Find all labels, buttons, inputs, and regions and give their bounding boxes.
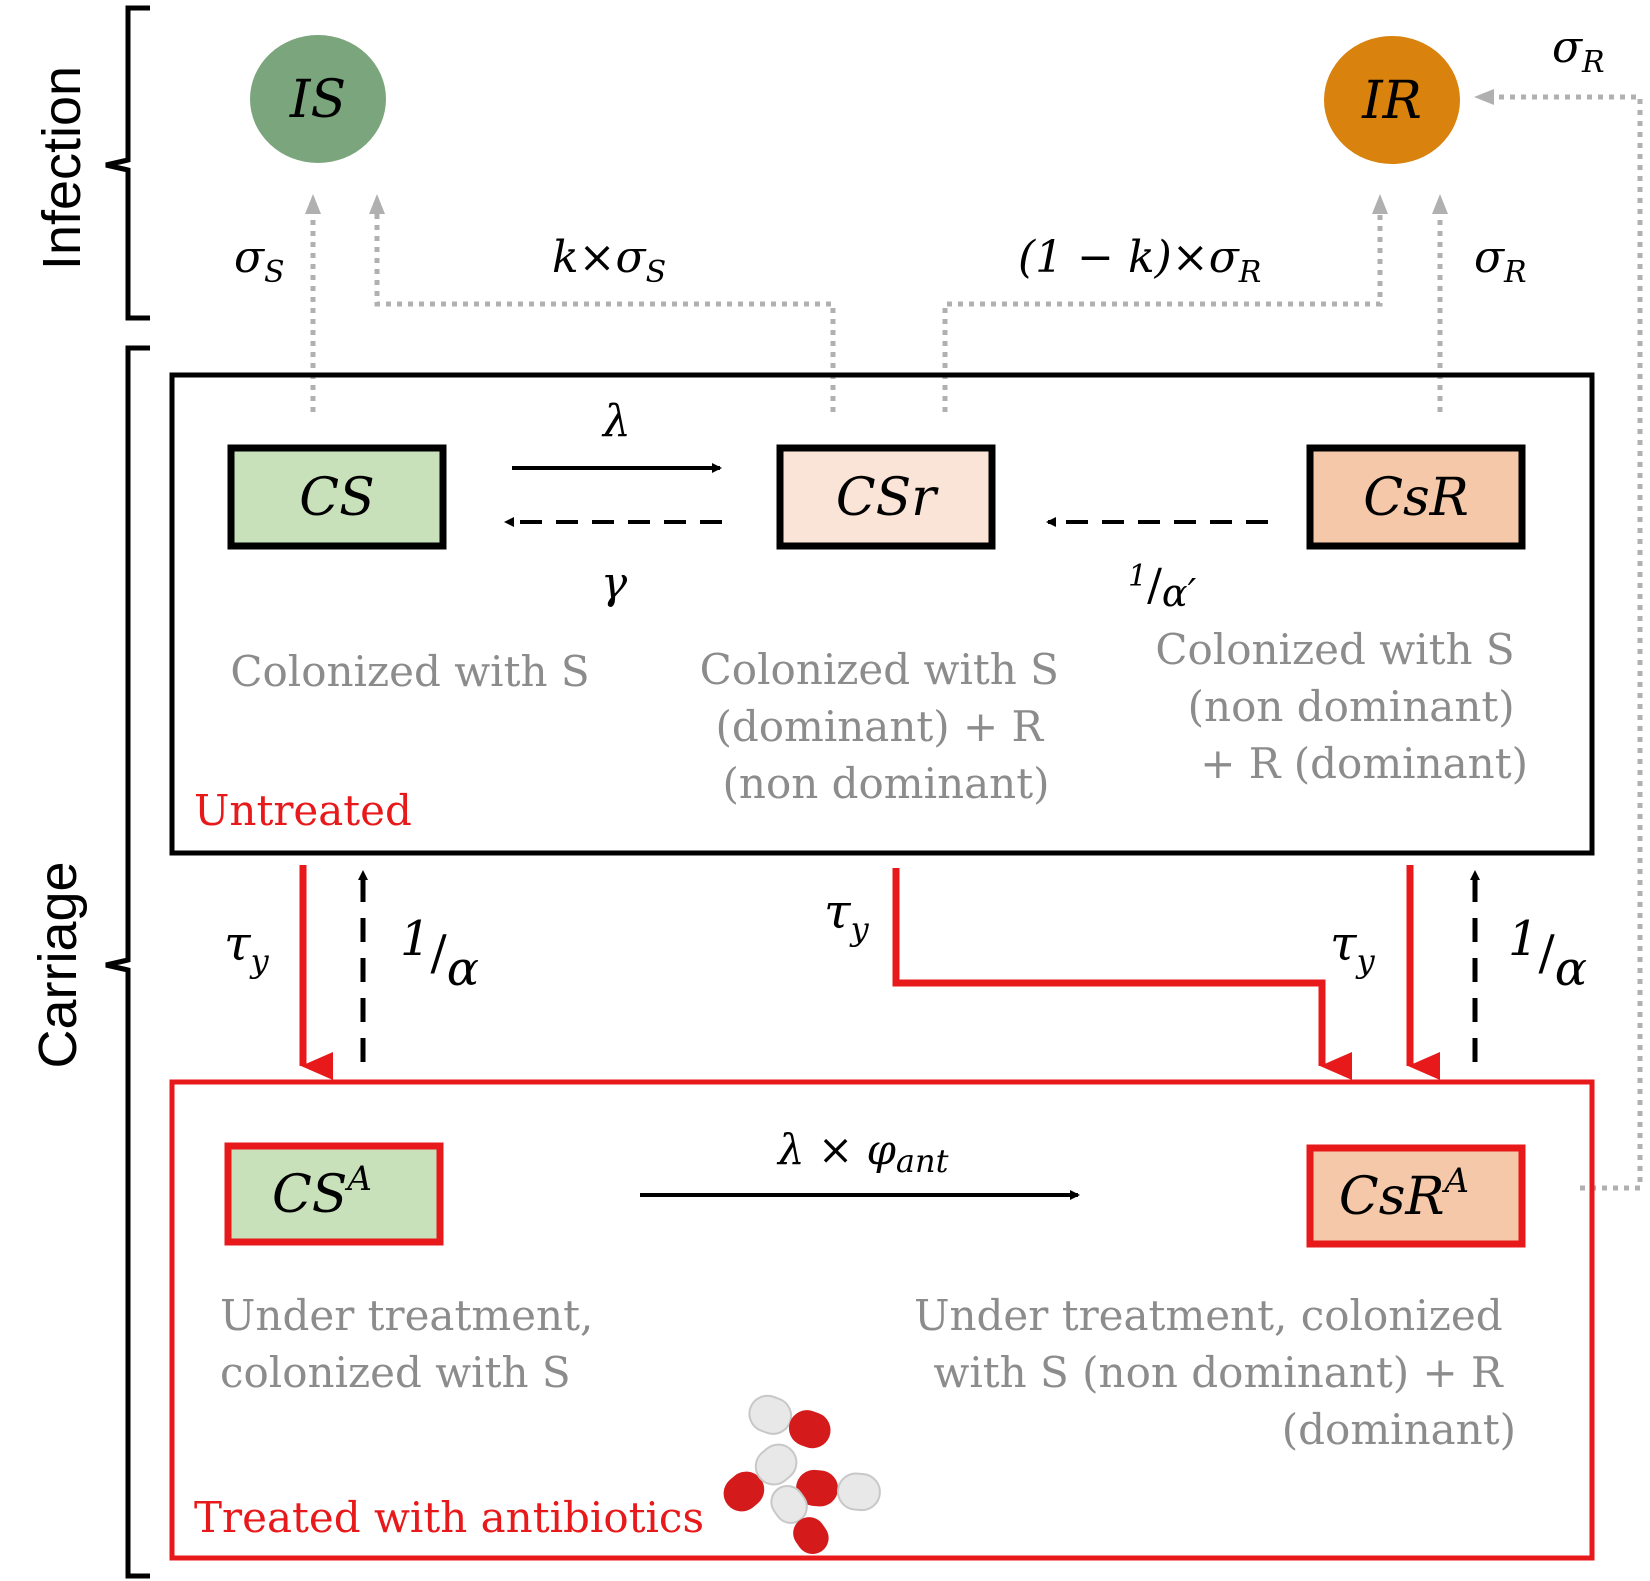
treated-label: Treated with antibiotics [194,1493,704,1542]
node-CsRA-description: Under treatment, colonized with S (non d… [914,1291,1516,1454]
node-CsRA [1306,1144,1526,1248]
node-CSr [776,444,996,550]
node-IS [250,35,386,163]
rate-alpha-prime: 1/α′ [1128,559,1197,615]
infection-label: Infection [32,66,92,270]
rate-lambda: λ [601,396,631,447]
node-CsR-label: CsR [1363,468,1469,528]
carriage-bracket [105,345,150,1579]
node-CsRA-label: CsRA [1339,1161,1469,1227]
node-CS-description: Colonized with S [230,647,589,696]
pills-icon [723,1394,881,1555]
rate-one-minus-k-sigma-r: (1 − k)×σR [1018,232,1261,290]
untreated-label: Untreated [194,786,412,835]
rate-alpha-left: 1/α [400,911,479,997]
node-CS-label: CS [299,468,374,528]
carriage-label: Carriage [28,861,88,1068]
node-CsR-description: Colonized with S (non dominant) + R (dom… [1155,625,1528,788]
arrow-csRA-to-ir [1474,89,1643,1191]
rate-tau-left: τy [224,916,270,980]
node-IR-label: IR [1361,71,1422,131]
rate-gamma: γ [601,558,628,609]
rate-sigma-r: σR [1474,232,1527,290]
arrow-tau-mid [892,868,1352,1080]
node-CsR [1306,444,1526,550]
rate-k-sigma-s: k×σS [552,232,666,290]
node-CSr-description: Colonized with S (dominant) + R (non dom… [700,645,1073,808]
rate-sigma-s: σS [234,232,285,290]
node-CS [227,444,447,550]
node-IR [1324,36,1460,164]
rate-lambda-phi: λ × φant [776,1125,949,1180]
node-CSA-label: CSA [272,1159,372,1225]
treated-group [169,1079,1595,1561]
rate-tau-mid: τy [824,884,870,948]
node-CSA [224,1142,444,1246]
rate-alpha-right: 1/α [1508,911,1587,997]
rate-sigma-r-top: σR [1552,22,1605,80]
untreated-group [169,372,1595,856]
rate-tau-right: τy [1330,916,1376,980]
node-CSA-description: Under treatment, colonized with S [220,1291,607,1397]
node-IS-label: IS [289,70,346,130]
node-CSr-label: CSr [836,468,939,528]
infection-bracket [105,5,150,321]
